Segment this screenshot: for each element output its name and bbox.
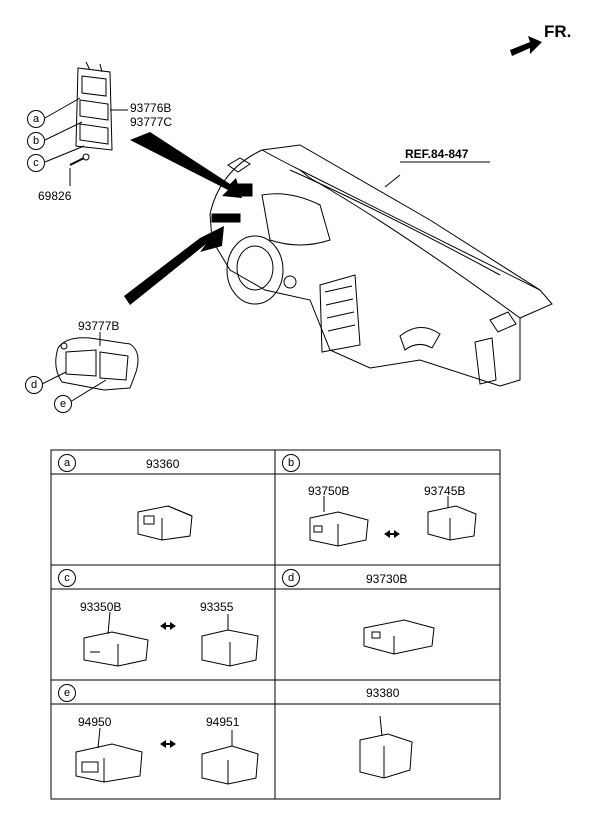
- ref-label: REF.84-847: [405, 147, 469, 161]
- front-label: FR.: [544, 22, 572, 41]
- arrow-to-upper-icon: [130, 132, 242, 198]
- callout-b: b: [27, 132, 45, 150]
- table-letter-b: b: [282, 454, 300, 472]
- double-arrow-icon: [160, 740, 176, 748]
- table-letter-c: c: [58, 569, 76, 587]
- part-93350b: 93350B: [80, 600, 122, 614]
- part-93360: 93360: [146, 457, 180, 471]
- part-number-69826: 69826: [38, 189, 72, 203]
- part-number-93777b: 93777B: [78, 319, 120, 333]
- part-93750b: 93750B: [308, 484, 350, 498]
- parts-table-grid: [50, 449, 501, 800]
- table-letter-e: e: [58, 684, 76, 702]
- switch-sketches: [75, 496, 477, 785]
- part-93730b: 93730B: [366, 572, 408, 586]
- callout-d: d: [25, 376, 43, 394]
- part-93745b: 93745B: [424, 484, 466, 498]
- table-letter-a: a: [58, 454, 76, 472]
- part-number-93776b: 93776B: [130, 101, 172, 115]
- interchange-arrows: [160, 530, 400, 748]
- part-93355: 93355: [200, 600, 234, 614]
- upper-bracket-drawing: [44, 61, 128, 186]
- arrow-to-lower-icon: [124, 226, 224, 305]
- dashboard-drawing: [209, 144, 553, 387]
- part-94950: 94950: [78, 715, 112, 729]
- callout-e: e: [54, 395, 72, 413]
- table-letter-d: d: [282, 569, 300, 587]
- lower-bracket-drawing: [41, 332, 139, 403]
- double-arrow-icon: [384, 530, 400, 538]
- double-arrow-icon: [160, 622, 176, 630]
- part-94951: 94951: [206, 715, 240, 729]
- part-93380: 93380: [366, 686, 400, 700]
- callout-c: c: [27, 154, 45, 172]
- front-arrow-icon: [510, 36, 542, 56]
- callout-a: a: [27, 110, 45, 128]
- part-number-93777c: 93777C: [130, 115, 173, 129]
